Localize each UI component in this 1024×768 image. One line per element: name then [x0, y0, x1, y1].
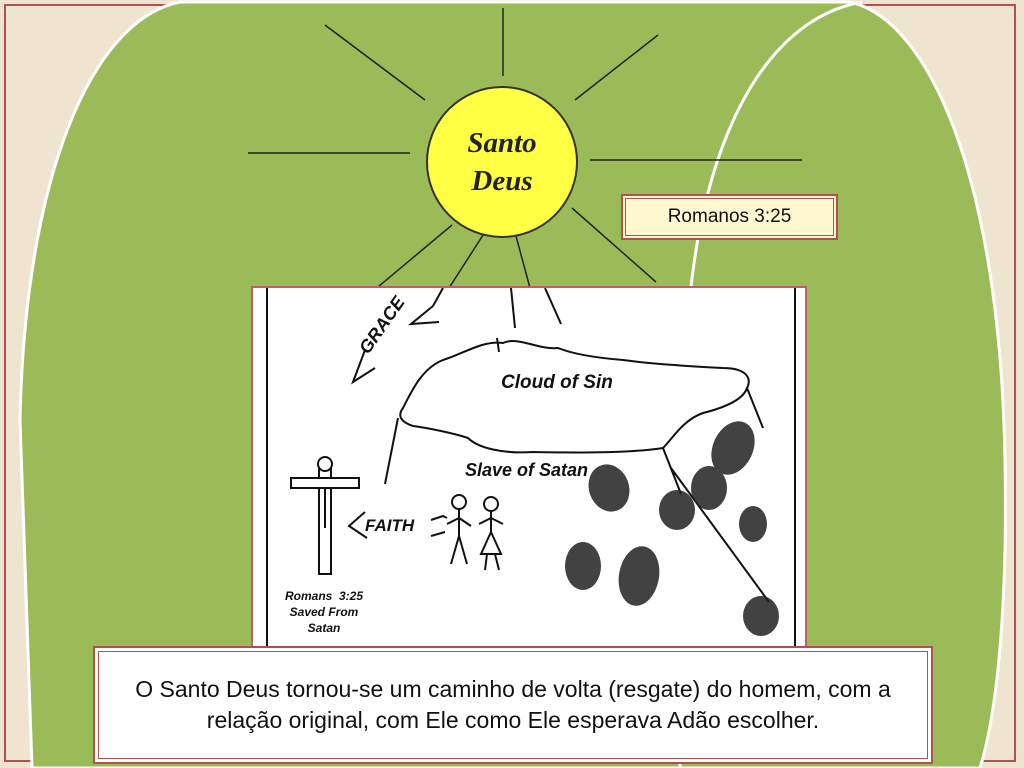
sun-text-line2: Deus [471, 165, 533, 197]
inner-curve [678, 0, 863, 768]
romans-line-1: Romans 3:25 [284, 589, 364, 603]
cross [290, 456, 360, 575]
cloud-of-sin-label: Cloud of Sin [501, 372, 613, 393]
illustration-picture: GRACE Cloud of Sin Slave of Satan FAITH … [251, 286, 807, 654]
sun-circle: Santo Deus [426, 86, 578, 238]
caption-box: O Santo Deus tornou-se um caminho de vol… [93, 646, 933, 764]
sun-rays [248, 8, 802, 303]
caption-text: O Santo Deus tornou-se um caminho de vol… [98, 651, 928, 759]
illustration-drawing [266, 288, 796, 652]
slave-of-satan-label: Slave of Satan [465, 460, 589, 480]
reference-text: Romanos 3:25 [625, 198, 834, 236]
cloud-of-sin [399, 340, 750, 454]
faith-label: FAITH [365, 516, 415, 535]
romans-line-2: Saved From [289, 605, 359, 619]
reference-box: Romanos 3:25 [621, 194, 838, 240]
sun-text-line1: Santo [467, 127, 537, 159]
romans-reference-label: Romans 3:25 Saved From Satan [279, 588, 369, 636]
dark-smudges [565, 421, 779, 636]
stick-figures [430, 494, 504, 571]
romans-line-3: Satan [307, 621, 341, 635]
